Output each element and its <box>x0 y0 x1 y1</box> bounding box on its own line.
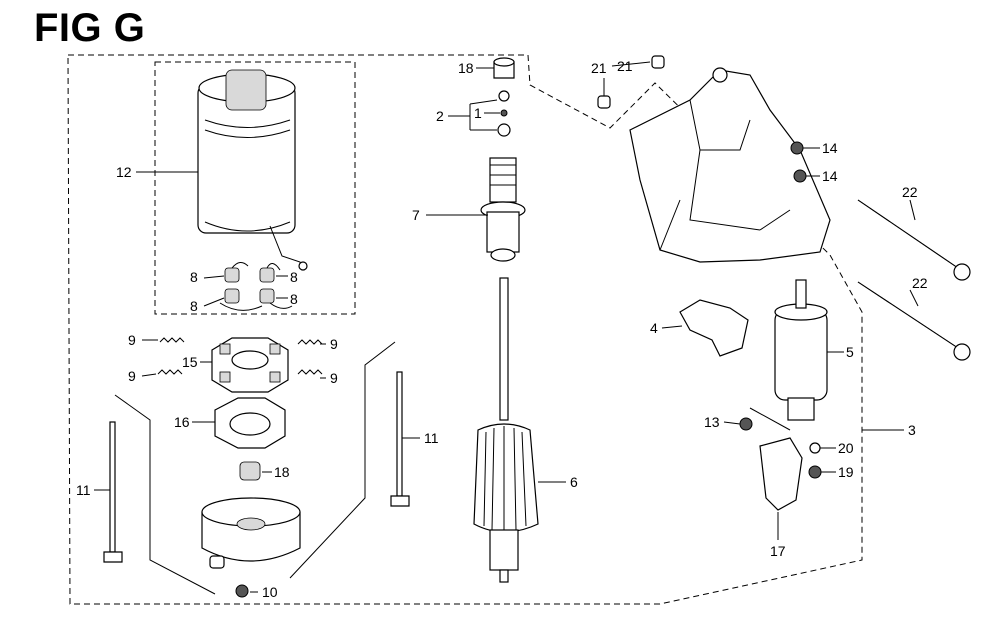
part-5-solenoid <box>749 279 828 431</box>
callout-1: 1 <box>474 105 482 121</box>
part-1-2-stopper <box>497 90 511 137</box>
part-18-bushing-top <box>493 57 515 79</box>
part-18-bushing-lower <box>239 461 261 481</box>
part-21-caps <box>597 55 665 109</box>
callout-16: 16 <box>174 414 190 430</box>
callout-8: 8 <box>290 291 298 307</box>
figure-title: FIG G <box>34 6 146 50</box>
part-12-yoke <box>197 69 308 271</box>
callout-3: 3 <box>908 422 916 438</box>
part-19-20-nuts <box>808 442 822 479</box>
part-16-insulator-plate <box>214 397 286 449</box>
part-22-bolts <box>857 199 971 361</box>
callout-9: 9 <box>128 368 136 384</box>
leader-lines-left <box>114 341 396 595</box>
callout-9: 9 <box>330 336 338 352</box>
callout-9: 9 <box>330 370 338 386</box>
part-11-through-bolts <box>103 371 410 563</box>
part-7-pinion-gear <box>480 157 526 262</box>
callout-2: 2 <box>436 108 444 124</box>
callout-5: 5 <box>846 344 854 360</box>
callout-12: 12 <box>116 164 132 180</box>
callout-7: 7 <box>412 207 420 223</box>
part-10-rear-cover <box>201 497 301 598</box>
callout-21: 21 <box>617 58 633 74</box>
callout-8: 8 <box>290 269 298 285</box>
part-15-brush-holder <box>211 337 289 393</box>
callout-9: 9 <box>128 332 136 348</box>
part-13-nut <box>739 417 753 431</box>
callout-13: 13 <box>704 414 720 430</box>
part-4-shift-lever <box>679 299 749 357</box>
part-14-nuts <box>790 141 807 183</box>
callout-17: 17 <box>770 543 786 559</box>
part-9-springs <box>157 337 323 375</box>
callout-15: 15 <box>182 354 198 370</box>
assembly-outline <box>67 54 863 605</box>
callout-11: 11 <box>76 482 91 498</box>
part-3-drive-housing <box>629 67 831 263</box>
callout-19: 19 <box>838 464 854 480</box>
part-8-brushes <box>219 262 293 311</box>
callout-11: 11 <box>424 430 439 446</box>
callout-20: 20 <box>838 440 854 456</box>
callout-labels: 12 8 8 8 8 9 9 9 9 15 16 18 11 11 10 18 … <box>76 58 928 600</box>
part-17-terminal-cover <box>759 437 803 511</box>
callout-21: 21 <box>591 60 607 76</box>
leader-lines <box>94 61 919 593</box>
callout-18: 18 <box>458 60 474 76</box>
callout-6: 6 <box>570 474 578 490</box>
callout-14: 14 <box>822 168 838 184</box>
callout-22: 22 <box>912 275 928 291</box>
callout-4: 4 <box>650 320 658 336</box>
callout-8: 8 <box>190 298 198 314</box>
callout-10: 10 <box>262 584 278 600</box>
part-6-armature <box>473 277 539 583</box>
commutator-end-group-box <box>154 61 356 315</box>
callout-14: 14 <box>822 140 838 156</box>
callout-8: 8 <box>190 269 198 285</box>
callout-18: 18 <box>274 464 290 480</box>
callout-22: 22 <box>902 184 918 200</box>
